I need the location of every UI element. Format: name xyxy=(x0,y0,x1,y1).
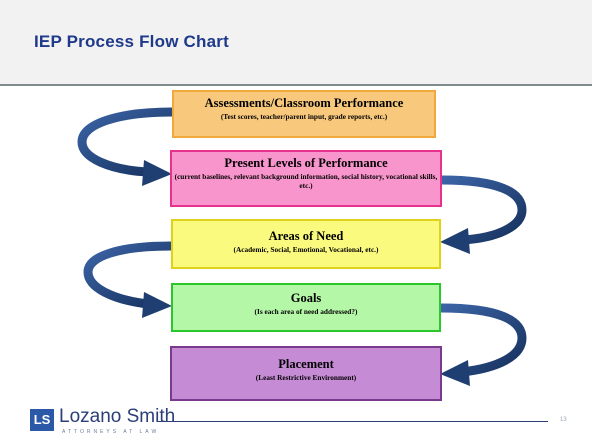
arrow-right-2 xyxy=(436,303,527,386)
flow-box-subtitle: (Academic, Social, Emotional, Vocational… xyxy=(233,245,379,254)
flow-box-title: Present Levels of Performance xyxy=(224,156,388,170)
flow-box-goals: Goals (Is each area of need addressed?) xyxy=(171,283,441,332)
flow-box-subtitle: (Least Restrictive Environment) xyxy=(255,373,357,382)
flow-box-assessments: Assessments/Classroom Performance (Test … xyxy=(172,90,436,138)
flow-box-title: Goals xyxy=(290,291,322,305)
flow-box-subtitle: (Test scores, teacher/parent input, grad… xyxy=(220,112,388,121)
flow-box-title: Assessments/Classroom Performance xyxy=(204,96,404,110)
flow-box-present-levels: Present Levels of Performance (current b… xyxy=(170,150,442,207)
flow-box-placement: Placement (Least Restrictive Environment… xyxy=(170,346,442,401)
slide-header: IEP Process Flow Chart xyxy=(0,0,592,84)
header-divider xyxy=(0,84,592,86)
arrow-right-1 xyxy=(437,175,527,254)
arrow-left-1 xyxy=(77,107,177,186)
flow-box-areas-of-need: Areas of Need (Academic, Social, Emotion… xyxy=(171,219,441,269)
page-number: 13 xyxy=(560,417,567,423)
flow-box-subtitle: (current baselines, relevant background … xyxy=(174,172,438,190)
firm-logo-mark: LS xyxy=(30,409,54,431)
flow-box-title: Placement xyxy=(278,357,334,371)
footer-divider xyxy=(158,421,548,422)
arrow-left-2 xyxy=(83,241,176,318)
flow-box-subtitle: (Is each area of need addressed?) xyxy=(254,307,358,316)
firm-name: Lozano Smith xyxy=(59,406,176,427)
firm-tagline: ATTORNEYS AT LAW xyxy=(62,429,160,435)
slide-title: IEP Process Flow Chart xyxy=(34,32,229,51)
flow-box-title: Areas of Need xyxy=(268,229,344,243)
